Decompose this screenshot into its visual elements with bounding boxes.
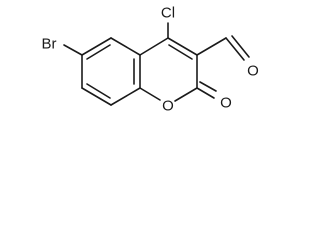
bond-c4a-c5 bbox=[110, 37, 141, 56]
bond-c4-c3 bbox=[167, 37, 198, 56]
chemical-structure-diagram: Br Cl O O O bbox=[42, 5, 259, 115]
atom-label-br: Br bbox=[42, 36, 57, 53]
bond-c6-br bbox=[63, 44, 83, 56]
bond-c3-cho bbox=[196, 37, 227, 56]
bond-c2-o-carbonyl-double bbox=[199, 81, 217, 92]
atom-label-o-ring: O bbox=[162, 98, 174, 115]
bond-c2-o-carbonyl bbox=[196, 87, 215, 99]
substituents bbox=[63, 22, 250, 99]
bond-c5-c6-inner bbox=[86, 44, 111, 60]
atom-label-o-aldehyde: O bbox=[247, 63, 259, 80]
bond-cho-o bbox=[225, 37, 245, 61]
benzene-ring bbox=[81, 37, 141, 106]
bond-c5-c6 bbox=[81, 37, 112, 56]
bond-c4a-c4 bbox=[139, 37, 169, 56]
bond-c2-o1 bbox=[174, 87, 198, 102]
bond-c4-c3-inner bbox=[168, 44, 193, 60]
pyranone-ring bbox=[139, 37, 198, 102]
bond-c7-c8-inner bbox=[86, 83, 111, 99]
bond-o1-c8a bbox=[139, 87, 161, 101]
atom-label-cl: Cl bbox=[161, 5, 175, 22]
bond-c8-c8a bbox=[110, 87, 141, 106]
atom-label-o-carbonyl: O bbox=[220, 95, 232, 112]
bond-cho-o-double bbox=[231, 35, 250, 58]
bond-c7-c8 bbox=[81, 87, 112, 106]
